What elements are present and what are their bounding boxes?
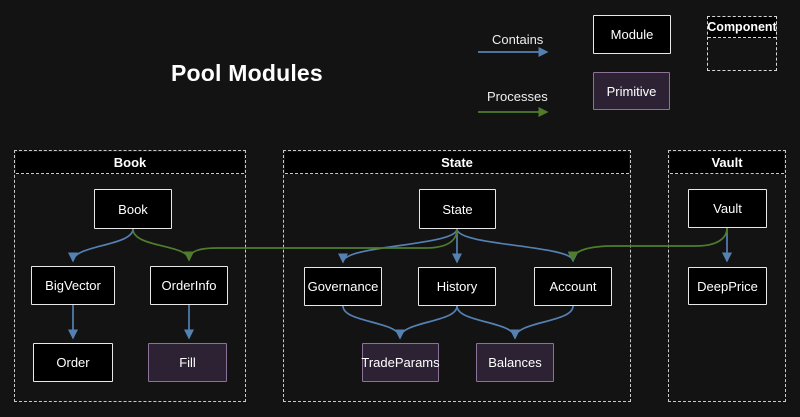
node-orderinfo: OrderInfo <box>150 266 228 305</box>
legend-component-box: Component <box>707 16 777 71</box>
node-vault-node: Vault <box>688 189 767 228</box>
legend-component-label: Component <box>707 17 777 38</box>
node-deepprice: DeepPrice <box>688 267 767 305</box>
legend-processes-label: Processes <box>487 89 548 104</box>
container-state: State <box>283 150 631 402</box>
container-state-header: State <box>285 152 629 174</box>
container-vault-header: Vault <box>670 152 784 174</box>
node-tradeparams: TradeParams <box>361 343 440 382</box>
legend-module-box: Module <box>593 15 671 54</box>
node-bigvector: BigVector <box>31 266 115 305</box>
node-balances: Balances <box>476 343 554 382</box>
node-order: Order <box>33 343 113 382</box>
legend-contains-label: Contains <box>492 32 544 47</box>
container-vault: Vault <box>668 150 786 402</box>
node-history: History <box>418 267 496 306</box>
container-book: Book <box>14 150 246 402</box>
node-account: Account <box>534 267 612 306</box>
node-state-node: State <box>419 189 496 229</box>
node-governance: Governance <box>304 267 382 306</box>
page-title: Pool Modules <box>171 60 323 86</box>
node-fill: Fill <box>148 343 227 382</box>
node-book-node: Book <box>94 189 172 229</box>
container-book-header: Book <box>16 152 244 174</box>
legend-primitive-box: Primitive <box>593 72 670 110</box>
